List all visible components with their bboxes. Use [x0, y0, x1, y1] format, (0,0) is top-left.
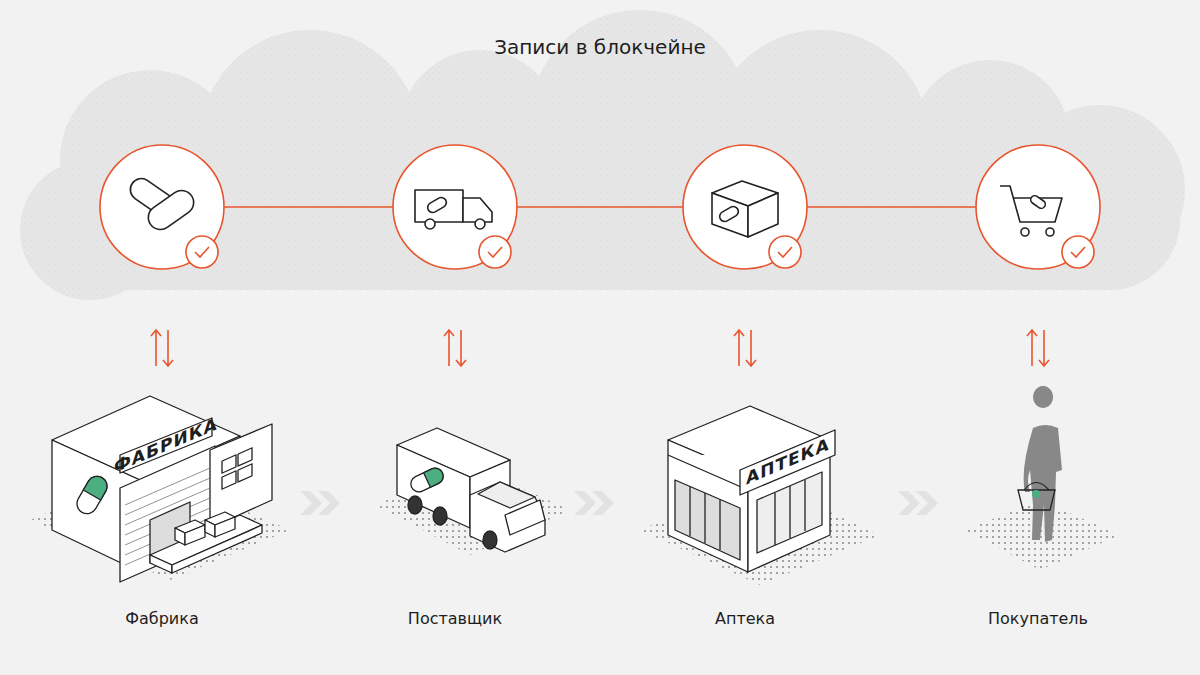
truck-illustration: [397, 428, 545, 552]
pharmacy-illustration: [668, 406, 835, 572]
truck-icon: [415, 190, 492, 229]
diagram-title: Записи в блокчейне: [494, 35, 706, 59]
cloud: [20, 10, 1185, 300]
stage-caption: Поставщик: [408, 609, 502, 628]
cart-icon: [1000, 186, 1062, 236]
stage-caption: Аптека: [715, 609, 775, 628]
pills-icon: [126, 174, 198, 234]
buyer-illustration: [1018, 386, 1062, 542]
record-circle: [976, 145, 1100, 269]
record-circle: [100, 145, 224, 269]
stage-caption: Фабрика: [125, 609, 198, 628]
record-circle: [393, 145, 517, 269]
record-circle: [683, 145, 807, 269]
chain-line: [162, 206, 1038, 208]
factory-illustration: [52, 396, 272, 582]
stage-caption: Покупатель: [988, 609, 1088, 628]
box-icon: [712, 181, 778, 237]
